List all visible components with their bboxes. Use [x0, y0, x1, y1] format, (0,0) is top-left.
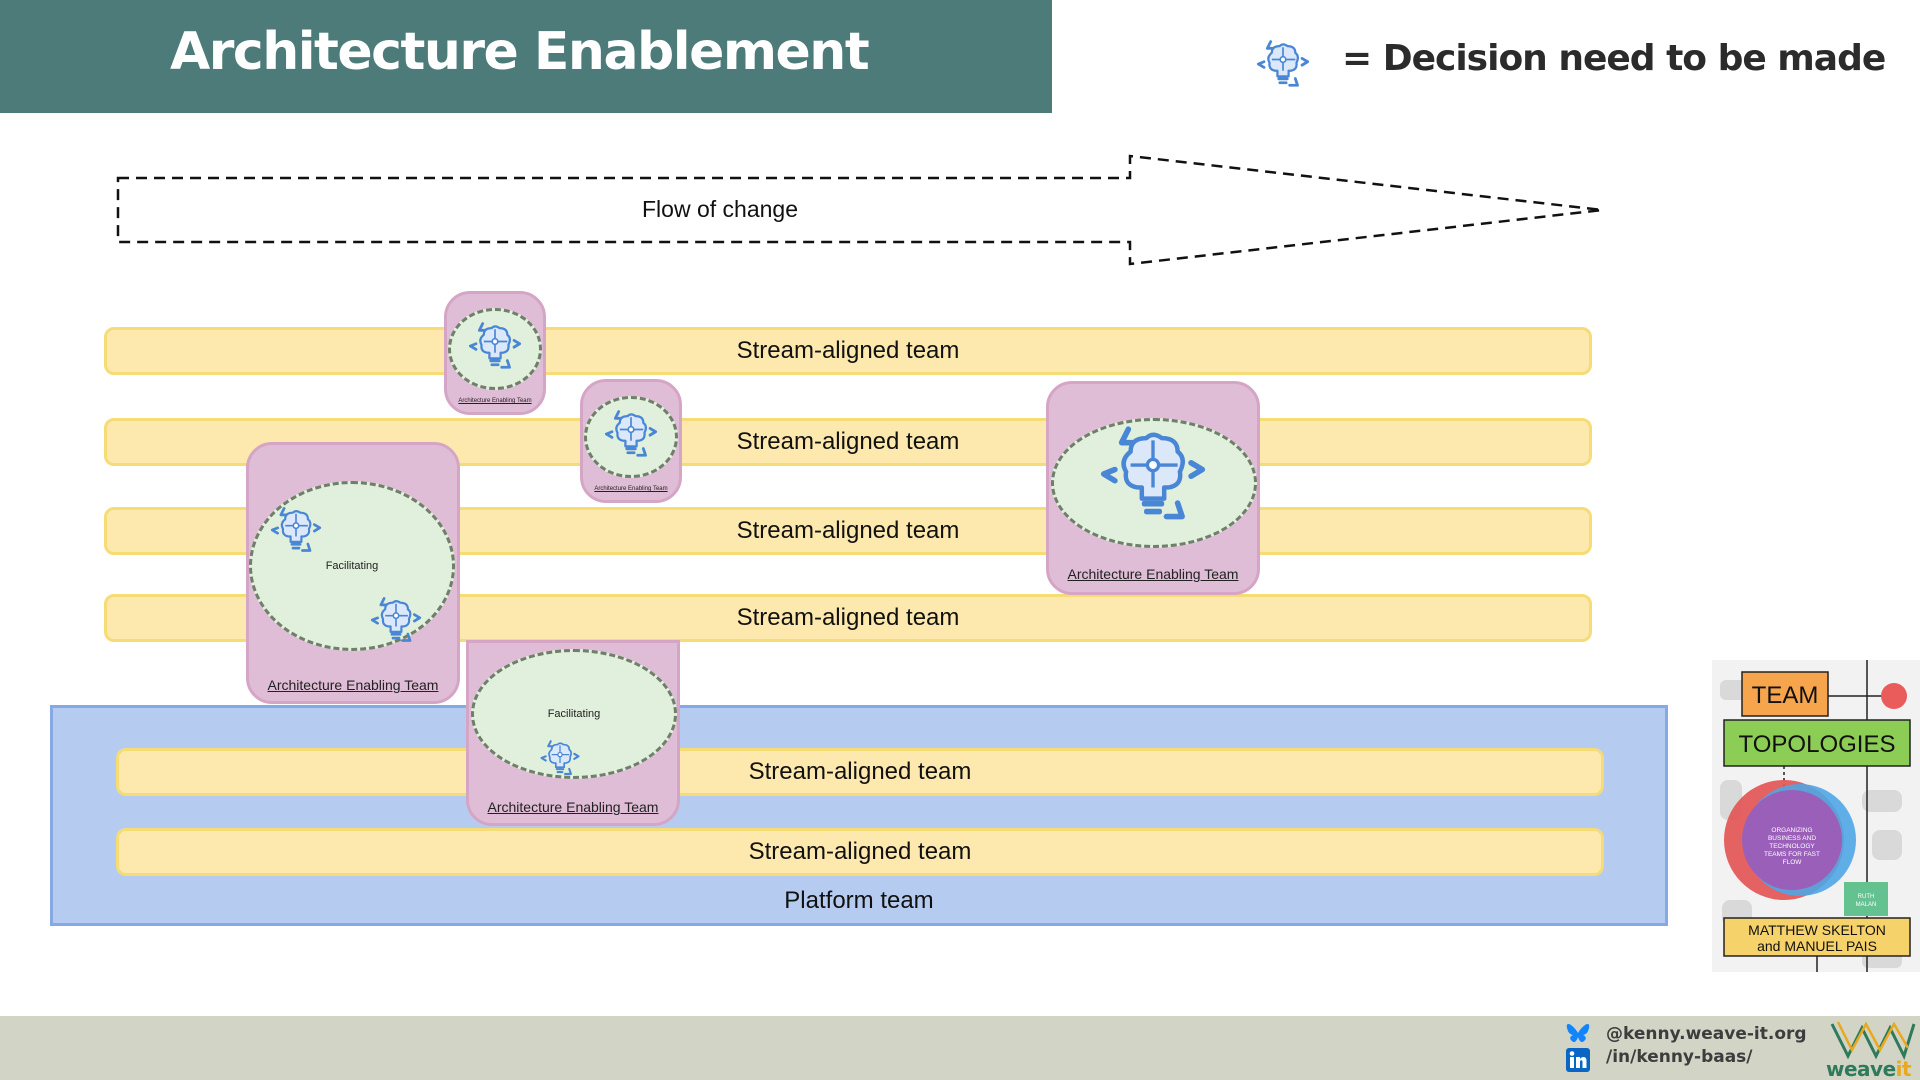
bluesky-icon	[1566, 1024, 1590, 1043]
linkedin-handle[interactable]: /in/kenny-baas/	[1606, 1047, 1753, 1067]
stream-aligned-team: Stream-aligned team	[116, 828, 1604, 876]
enabling-team-label: Architecture Enabling Team	[458, 398, 532, 404]
brain-puzzle-arrows-icon	[604, 410, 658, 457]
stream-aligned-team-label: Stream-aligned team	[748, 838, 972, 865]
bluesky-handle[interactable]: @kenny.weave-it.org	[1606, 1024, 1807, 1044]
brain-puzzle-arrows-icon	[540, 740, 580, 776]
weaveit-brand-name: weaveit	[1826, 1057, 1912, 1080]
enabling-team-label: Architecture Enabling Team	[487, 799, 659, 815]
enabling-team-label: Architecture Enabling Team	[594, 486, 668, 492]
flow-of-change-label: Flow of change	[642, 196, 798, 222]
page-title: Architecture Enablement	[170, 22, 870, 82]
brain-puzzle-arrows-icon	[370, 596, 422, 642]
book-authors-2: and MANUEL PAIS	[1757, 938, 1877, 954]
brain-puzzle-arrows-icon	[468, 322, 522, 369]
brand-main: weave	[1826, 1057, 1896, 1080]
facilitating-label: Facilitating	[325, 560, 379, 572]
stream-aligned-team-label: Stream-aligned team	[748, 758, 972, 785]
stream-aligned-team: Stream-aligned team	[104, 327, 1592, 375]
enabling-team-label: Architecture Enabling Team	[267, 677, 439, 693]
book-title-middle: TOPOLOGIES	[1739, 731, 1896, 758]
platform-team-label: Platform team	[784, 887, 934, 914]
stream-aligned-team-label: Stream-aligned team	[736, 604, 960, 631]
architecture-enabling-team: Facilitating Architecture Enabling Team	[246, 442, 460, 704]
brain-puzzle-arrows-icon	[1093, 418, 1213, 530]
stream-aligned-team-label: Stream-aligned team	[736, 428, 960, 455]
brain-puzzle-arrows-icon	[270, 506, 322, 552]
flow-of-change-arrow	[116, 154, 1603, 266]
weaveit-logo-icon	[1830, 1021, 1916, 1060]
platform-team: Platform team	[50, 705, 1668, 926]
architecture-enabling-team: Architecture Enabling Team	[1046, 381, 1260, 595]
footer-bar	[0, 1016, 1920, 1080]
architecture-enabling-team: Architecture Enabling Team	[444, 291, 546, 415]
brand-accent: it	[1895, 1057, 1912, 1080]
enabling-team-label: Architecture Enabling Team	[1067, 566, 1239, 582]
architecture-enabling-team: Architecture Enabling Team	[580, 379, 682, 503]
facilitating-label: Facilitating	[547, 708, 601, 720]
book-authors-1: MATTHEW SKELTON	[1748, 922, 1886, 938]
architecture-enabling-team: Facilitating Architecture Enabling Team	[466, 640, 680, 826]
stream-aligned-team-label: Stream-aligned team	[736, 517, 960, 544]
title-bar	[0, 0, 1052, 113]
stream-aligned-team-label: Stream-aligned team	[736, 337, 960, 364]
legend-text: = Decision need to be made	[1342, 38, 1886, 79]
brain-puzzle-arrows-icon	[1256, 40, 1310, 87]
book-title-top: TEAM	[1752, 682, 1819, 709]
enabling-team-circle	[584, 396, 678, 478]
enabling-team-circle: Facilitating	[471, 649, 677, 779]
stream-aligned-team: Stream-aligned team	[116, 748, 1604, 796]
linkedin-icon	[1566, 1048, 1590, 1072]
